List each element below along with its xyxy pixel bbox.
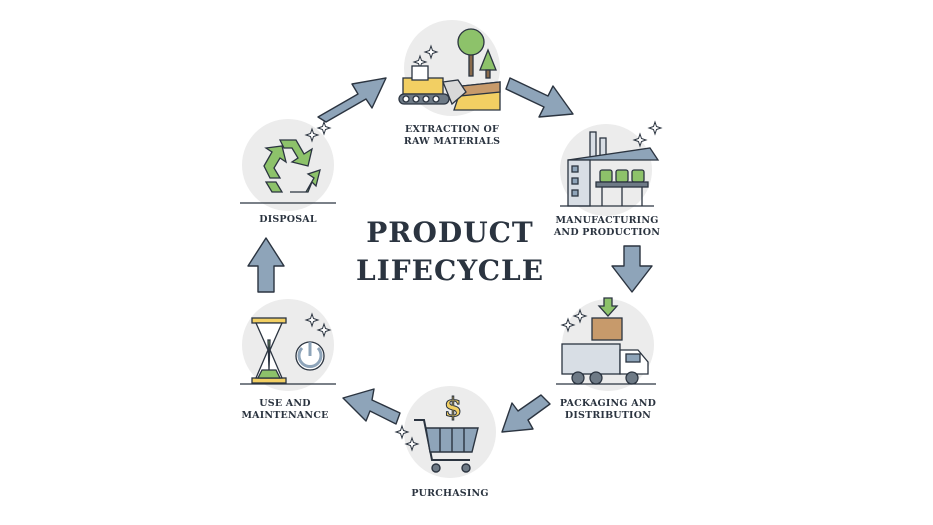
- stage-purchasing: $: [395, 386, 496, 478]
- packaging-label-line1: PACKAGING AND: [559, 398, 657, 409]
- stage-use: [240, 299, 336, 391]
- stage-label-extraction: EXTRACTION OF RAW MATERIALS: [392, 124, 512, 148]
- stage-label-disposal: DISPOSAL: [236, 214, 340, 226]
- title-line2: LIFECYCLE: [355, 254, 545, 287]
- arrow-use-to-disposal: [247, 237, 285, 293]
- title-line1: PRODUCT: [366, 216, 534, 249]
- disposal-label-line1: DISPOSAL: [259, 214, 317, 225]
- stage-packaging: [556, 297, 656, 391]
- hourglass-power-icon: [240, 317, 336, 385]
- arrow-packaging-to-purchasing: [501, 394, 551, 433]
- arrow-manufacturing-to-packaging: [611, 245, 653, 293]
- shopping-cart-icon: $: [414, 393, 479, 473]
- stage-disposal: [240, 119, 336, 211]
- stage-label-purchasing: PURCHASING: [398, 488, 502, 500]
- stage-label-manufacturing: MANUFACTURING AND PRODUCTION: [544, 215, 670, 239]
- cycle-arrows: [247, 77, 653, 433]
- arrow-extraction-to-manufacturing: [505, 77, 574, 118]
- truck-icon: [556, 297, 656, 385]
- stage-label-use: USE AND MAINTENANCE: [230, 398, 340, 422]
- manufacturing-label-line1: MANUFACTURING: [555, 215, 659, 226]
- use-label-line2: MAINTENANCE: [241, 410, 329, 421]
- svg-text:$: $: [444, 393, 462, 423]
- diagram-title: PRODUCT LIFECYCLE: [330, 214, 570, 290]
- stage-label-packaging: PACKAGING AND DISTRIBUTION: [548, 398, 668, 422]
- arrow-purchasing-to-use: [342, 388, 401, 425]
- factory-icon: [560, 131, 660, 207]
- extraction-label-line1: EXTRACTION OF: [405, 124, 499, 135]
- bulldozer-icon: [398, 28, 501, 111]
- packaging-label-line2: DISTRIBUTION: [564, 410, 652, 421]
- purchasing-label-line1: PURCHASING: [411, 488, 489, 499]
- arrow-disposal-to-extraction: [317, 77, 387, 123]
- stage-extraction: [398, 20, 501, 116]
- stage-manufacturing: [560, 121, 662, 216]
- recycle-icon: [263, 139, 321, 193]
- extraction-label-line2: RAW MATERIALS: [403, 136, 501, 147]
- use-label-line1: USE AND: [259, 398, 311, 409]
- manufacturing-label-line2: AND PRODUCTION: [553, 227, 661, 238]
- disposal-circle-bg: [242, 119, 334, 211]
